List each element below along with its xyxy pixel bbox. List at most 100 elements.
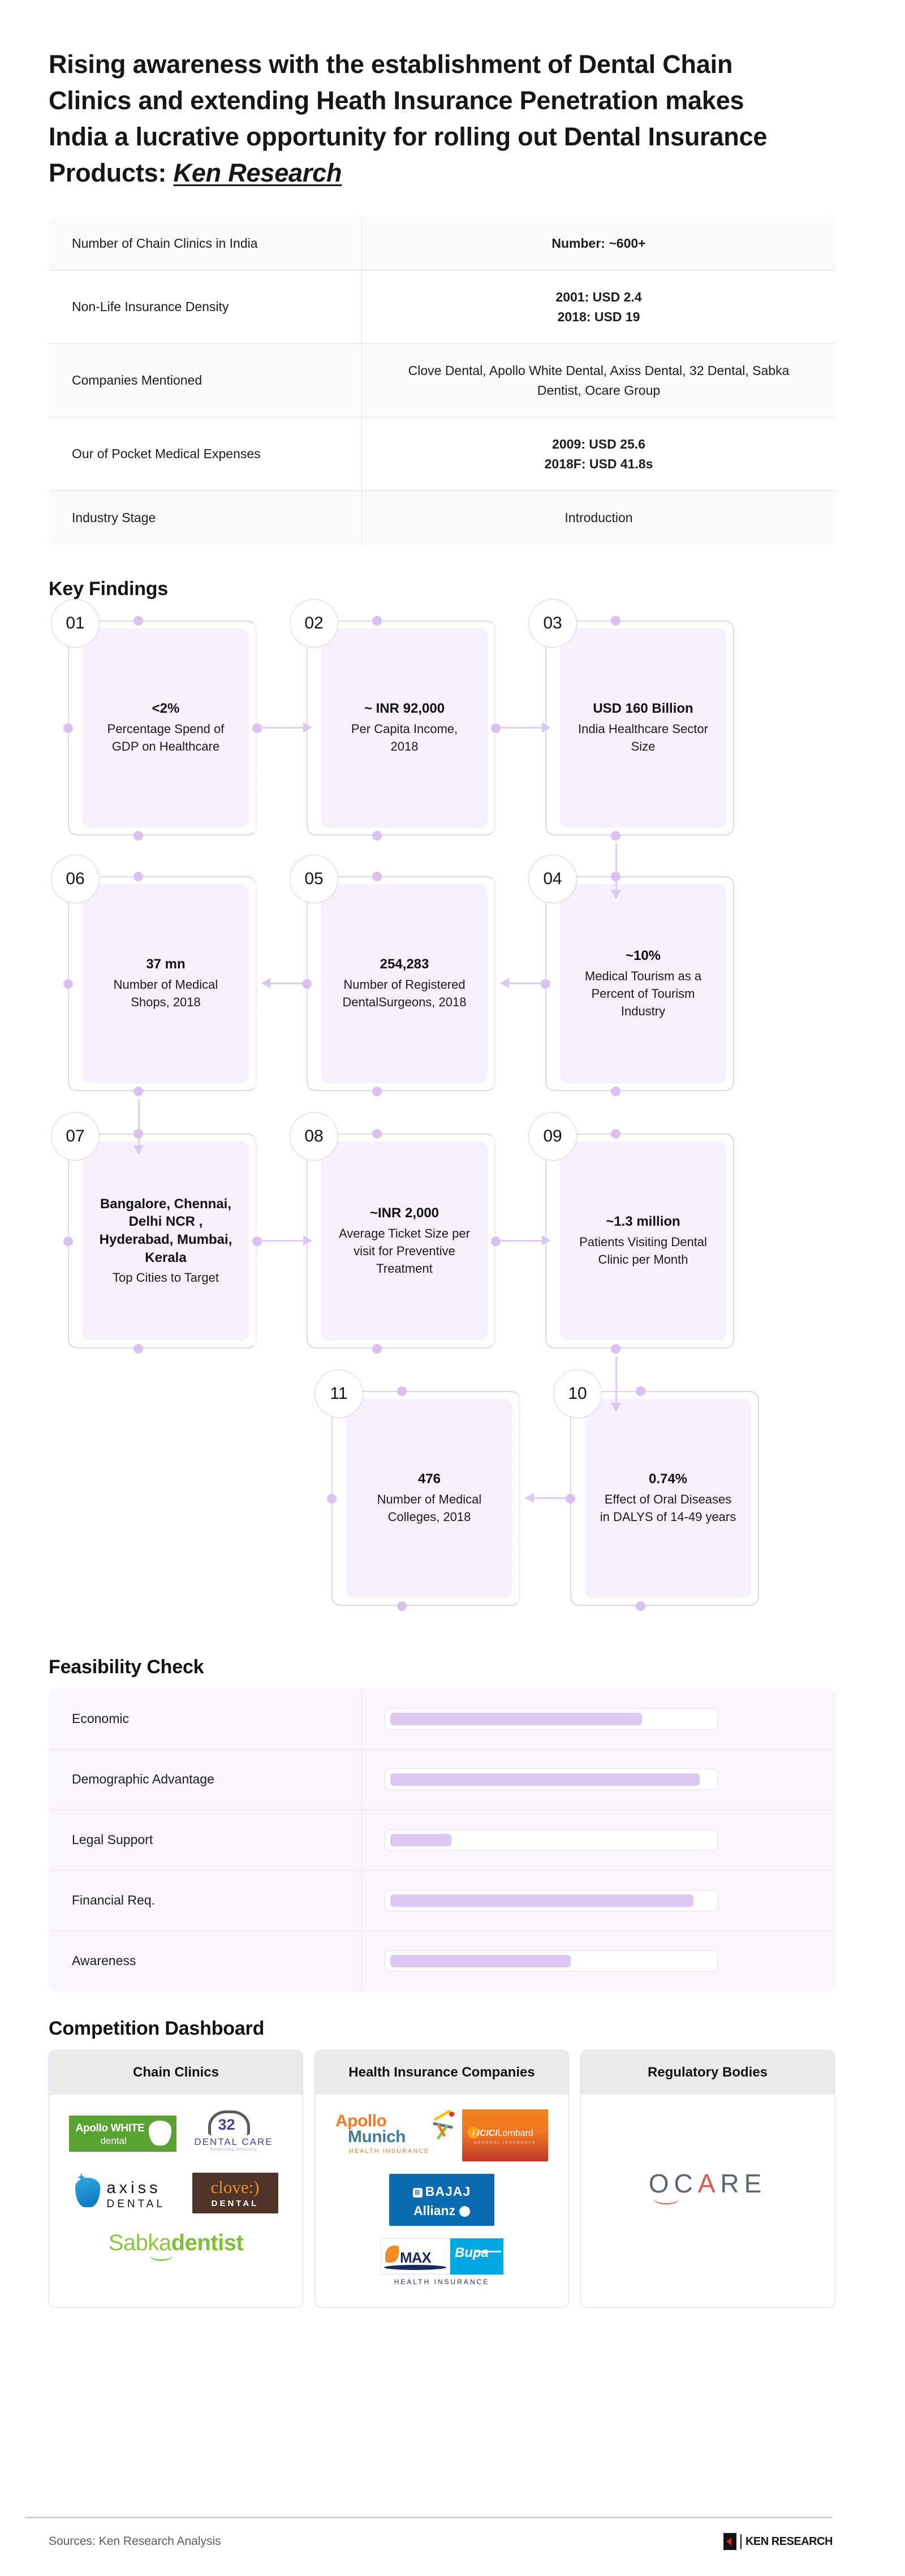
summary-value: 2009: USD 25.6 2018F: USD 41.8s [361,417,835,491]
finding-card: 254,283 Number of Registered DentalSurge… [321,884,488,1083]
connector-dot-left [566,1493,575,1504]
table-row: Awareness [49,1930,835,1991]
brand-name: Ken Research [173,158,342,187]
column-header: Regulatory Bodies [581,2050,834,2095]
icici-lombard-logo: i ICICILombard GENERAL INSURANCE [462,2109,548,2161]
progress-fill [390,1894,693,1907]
finding-value: ~10% [625,947,661,963]
smile-icon [653,2193,679,2204]
finding-card: USD 160 Billion India Healthcare Sector … [560,628,726,828]
summary-value-line: Clove Dental, Apollo White Dental, Axiss… [408,363,790,398]
table-row: Financial Req. [49,1869,835,1931]
finding-value: USD 160 Billion [593,701,693,717]
finding-desc: Average Ticket Size per visit for Preven… [339,1226,470,1276]
finding-number-badge: 10 [553,1369,602,1418]
bajaj-row2: Allianz [413,2203,456,2218]
finding-desc: Number of Medical Shops, 2018 [113,977,218,1010]
flow-arrow-left [261,977,311,988]
clove-word1: clove:) [210,2177,260,2197]
footer-source: Sources: Ken Research Analysis [49,2535,221,2548]
summary-value: Clove Dental, Apollo White Dental, Axiss… [361,343,835,417]
flow-arrow-down [133,1099,144,1155]
summary-table: Number of Chain Clinics in India Number:… [49,216,836,545]
munich-word2: Munich [348,2127,406,2146]
connector-dot-top [611,1128,620,1139]
flow-row-1: <2% Percentage Spend of GDP on Healthcar… [49,598,856,899]
finding-card: 37 mn Number of Medical Shops, 2018 [83,884,249,1083]
feasibility-bar-cell [361,1930,835,1991]
connector-dot-left [541,979,550,989]
connector-dot-right [252,723,262,733]
finding-node-01: <2% Percentage Spend of GDP on Healthcar… [51,598,312,861]
finding-node-09: ~1.3 million Patients Visiting Dental Cl… [528,1112,739,1412]
progress-fill [390,1833,452,1846]
finding-node-10: 0.74% Effect of Oral Diseases in DALYS o… [525,1369,764,1634]
feasibility-bar-cell [361,1809,835,1871]
logo-32-tagline: Redefining Dentistry [210,2147,257,2152]
connector-dot-bottom [133,830,143,841]
ocare-logo: OCARE [623,2161,792,2212]
feasibility-bar-cell [361,1869,835,1931]
feasibility-label: Economic [49,1688,362,1750]
summary-key: Our of Pocket Medical Expenses [49,417,362,491]
connector-dot-bottom [636,1601,645,1611]
connector-dot-bottom [372,830,382,841]
connector-dot-left [327,1493,337,1504]
progress-fill [390,1712,642,1725]
finding-card: 0.74% Effect of Oral Diseases in DALYS o… [585,1398,751,1598]
flow-arrow-left [500,977,550,988]
logo-32-label: DENTAL CARE [194,2136,273,2147]
connector-dot-top [372,1128,382,1139]
connector-dot-bottom [611,1343,620,1354]
finding-number-badge: 08 [290,1112,338,1161]
logo-grid: Apollo Munich HEALTH INSURANCE i ICICILo… [315,2095,568,2307]
column-header: Chain Clinics [49,2050,303,2095]
footer-divider [25,2517,833,2518]
finding-number-badge: 02 [290,598,338,648]
finding-number-badge: 01 [51,598,100,648]
progress-track [385,1950,718,1972]
apollo-white-word2: dental [100,2135,127,2146]
finding-number-badge: 04 [528,854,577,903]
flow-arrow-right [501,722,551,733]
ken-logo-mark-icon [723,2533,736,2550]
summary-value-line: Number: ~600+ [551,235,646,251]
finding-value: 0.74% [648,1471,688,1487]
axiss-dental-logo: axiss DENTAL [74,2173,184,2213]
finding-card: ~10% Medical Tourism as a Percent of Tou… [560,884,726,1083]
connector-dot-top [133,871,143,881]
icici-word1b: Lombard [497,2128,533,2138]
connector-dot-bottom [611,830,620,841]
finding-node-07: Bangalore, Chennai, Delhi NCR , Hyderaba… [51,1112,312,1376]
section-heading-competition: Competition Dashboard [49,2017,265,2039]
max-wave-icon [384,2264,446,2270]
flow-arrow-right [262,722,312,733]
logo-grid: Apollo WHITE dental 32 DENTAL CARE Redef… [49,2095,303,2281]
apollo-munich-logo: Apollo Munich HEALTH INSURANCE [335,2109,454,2159]
connector-dot-top [636,1386,645,1396]
ecg-line-icon [476,2250,501,2259]
title-block: Rising awareness with the establishment … [0,0,905,191]
finding-card: <2% Percentage Spend of GDP on Healthcar… [83,628,249,828]
summary-value: 2001: USD 2.4 2018: USD 19 [361,270,835,344]
bupa-word: Bupa [455,2245,489,2260]
32-dental-care-logo: 32 DENTAL CARE Redefining Dentistry [184,2110,283,2156]
section-heading-feasibility: Feasibility Check [49,1656,204,1678]
summary-key: Number of Chain Clinics in India [49,216,362,270]
table-row: Non-Life Insurance Density 2001: USD 2.4… [49,270,835,344]
flow-row-4: 476 Number of Medical Colleges, 2018 11 … [49,1369,856,1634]
flow-row-2: 37 mn Number of Medical Shops, 2018 06 2… [49,854,856,1155]
flow-arrow-down [611,843,621,899]
feasibility-label: Demographic Advantage [49,1748,362,1810]
table-row: Number of Chain Clinics in India Number:… [49,216,835,270]
progress-track [385,1768,718,1790]
feasibility-bar-cell [361,1748,835,1810]
connector-dot-bottom [611,1086,620,1096]
finding-desc: Per Capita Income, 2018 [351,722,458,754]
ocare-e: E [744,2168,767,2198]
finding-card: 476 Number of Medical Colleges, 2018 [346,1398,512,1598]
connector-dot-left [63,1236,73,1246]
competition-column-health-insurance: Health Insurance Companies Apollo Munich… [314,2049,569,2308]
finding-value: ~1.3 million [606,1214,680,1230]
connector-dot-top [611,615,620,626]
